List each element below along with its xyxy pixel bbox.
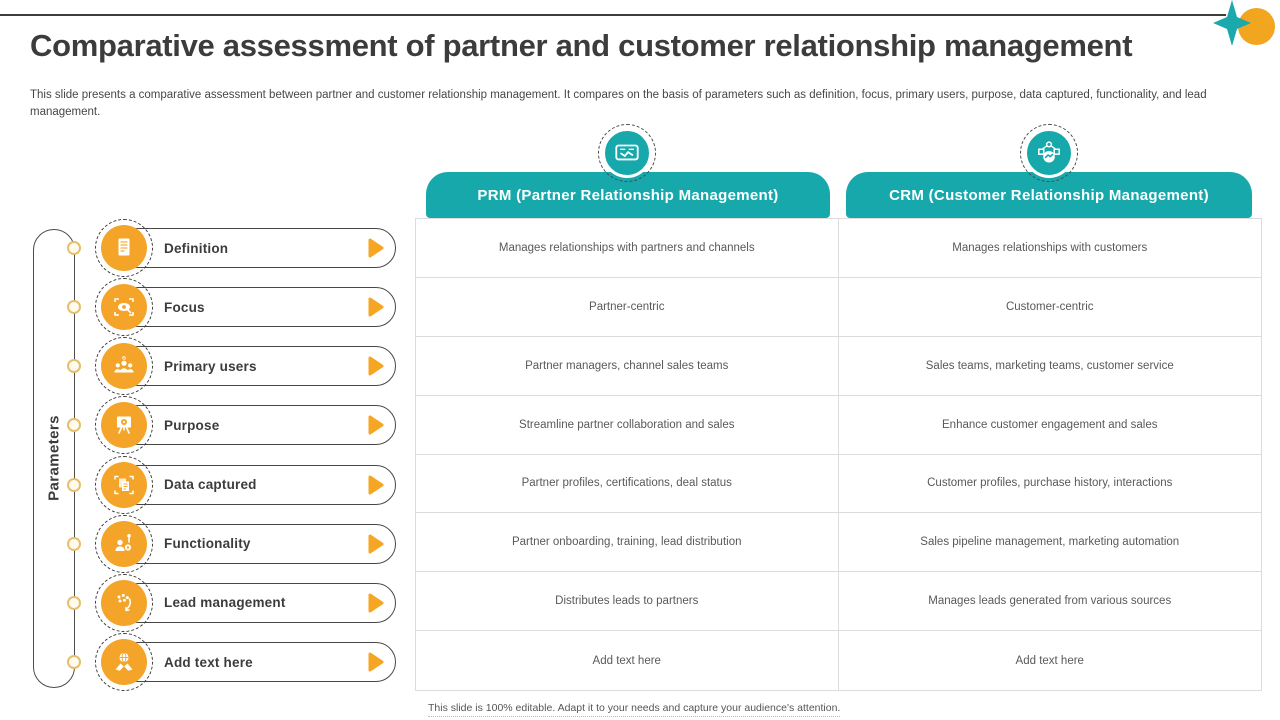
rail-connector-dot <box>67 418 81 433</box>
parameter-label: Data captured <box>164 477 257 493</box>
parameter-pill-definition[interactable]: Definition <box>95 219 396 277</box>
focus-eye-icon <box>101 284 147 331</box>
pill-outline <box>118 346 396 387</box>
handshake-envelope-icon <box>602 128 652 178</box>
pill-outline <box>118 228 396 268</box>
footer-note: This slide is 100% editable. Adapt it to… <box>428 702 841 717</box>
crm-cell: Sales pipeline management, marketing aut… <box>838 513 1261 573</box>
icon-dashed-ring <box>95 455 153 514</box>
parameter-pill-add-text-here[interactable]: Add text here <box>95 633 396 692</box>
prm-cell: Streamline partner collaboration and sal… <box>416 395 839 455</box>
prm-cell: Manages relationships with partners and … <box>416 219 839 278</box>
crm-cell: Add text here <box>1015 654 1084 667</box>
handshake-globe-icon <box>101 639 147 686</box>
prm-cell: Partner profiles, certifications, deal s… <box>416 454 839 514</box>
prm-cell: Partner onboarding, training, lead distr… <box>416 513 839 573</box>
parameter-pill-primary-users[interactable]: Primary users <box>95 337 396 396</box>
parameter-label: Add text here <box>164 654 253 670</box>
icon-dashed-ring <box>95 337 153 396</box>
parameter-label: Definition <box>164 240 229 256</box>
prm-cell: Distributes leads to partners <box>416 572 839 632</box>
icon-dashed-ring <box>95 633 153 692</box>
chevron-right-icon <box>368 415 384 435</box>
leads-scatter-icon <box>101 579 147 626</box>
crm-cell: Enhance customer engagement and sales <box>838 396 1261 455</box>
page-subtitle: This slide presents a comparative assess… <box>30 89 1207 118</box>
crm-cell: Manages leads generated from various sou… <box>838 572 1261 632</box>
parameter-label: Lead management <box>164 595 286 611</box>
rail-connector-dot <box>67 655 81 670</box>
sparkle-star-icon <box>1213 0 1251 46</box>
orange-circle-shape <box>1238 8 1275 45</box>
page-title: Comparative assessment of partner and cu… <box>30 28 1133 63</box>
pill-outline <box>118 464 396 505</box>
pill-outline <box>118 405 396 446</box>
comparison-table: Manages relationships with partners and … <box>415 218 1262 691</box>
parameter-pill-data-captured[interactable]: Data captured <box>95 455 396 514</box>
person-gear-icon <box>101 520 147 567</box>
rail-connector-dot <box>67 359 81 374</box>
rail-connector-dot <box>67 477 81 492</box>
crm-cell: Sales teams, marketing teams, customer s… <box>838 337 1261 396</box>
parameter-label: Primary users <box>164 358 257 374</box>
pill-outline <box>118 582 396 623</box>
parameter-pill-focus[interactable]: Focus <box>95 278 396 337</box>
parameter-pill-lead-management[interactable]: Lead management <box>95 573 396 632</box>
icon-dashed-ring <box>95 219 153 277</box>
icon-dashed-ring <box>95 396 153 455</box>
prm-cell: Partner-centric <box>416 277 839 337</box>
crm-cell: Customer profiles, purchase history, int… <box>838 455 1261 514</box>
prm-icon-ring <box>598 124 656 182</box>
chevron-right-icon <box>368 475 384 495</box>
icon-dashed-ring <box>95 573 153 632</box>
parameter-label: Functionality <box>164 536 251 552</box>
icon-dashed-ring <box>95 278 153 337</box>
pill-outline <box>118 523 396 564</box>
rail-connector-dot <box>67 241 81 255</box>
top-divider-line <box>0 14 1226 16</box>
documents-capture-icon <box>101 461 147 508</box>
chevron-right-icon <box>368 652 384 672</box>
chevron-right-icon <box>368 356 384 376</box>
chevron-right-icon <box>368 297 384 317</box>
crm-cell: Manages relationships with customers <box>838 219 1261 278</box>
chevron-right-icon <box>368 534 384 554</box>
icon-dashed-ring <box>95 514 153 573</box>
document-icon <box>101 225 147 271</box>
pill-outline <box>118 287 396 328</box>
prm-cell: Add text here <box>416 631 839 690</box>
handshake-network-icon <box>1024 128 1074 178</box>
chevron-right-icon <box>368 238 384 258</box>
parameter-pill-purpose[interactable]: Purpose <box>95 396 396 455</box>
rail-connector-dot <box>67 595 81 610</box>
parameters-axis-label: Parameters <box>45 415 63 501</box>
crm-cell: Customer-centric <box>838 278 1261 337</box>
users-group-icon <box>101 343 147 390</box>
parameter-label: Focus <box>164 299 205 315</box>
presentation-target-icon <box>101 402 147 449</box>
parameter-pill-functionality[interactable]: Functionality <box>95 514 396 573</box>
crm-icon-ring <box>1020 124 1078 182</box>
rail-connector-dot <box>67 300 81 315</box>
parameter-label: Purpose <box>164 417 220 433</box>
rail-connector-dot <box>67 536 81 551</box>
prm-cell: Partner managers, channel sales teams <box>416 336 839 396</box>
pill-outline <box>118 642 396 683</box>
chevron-right-icon <box>368 593 384 613</box>
